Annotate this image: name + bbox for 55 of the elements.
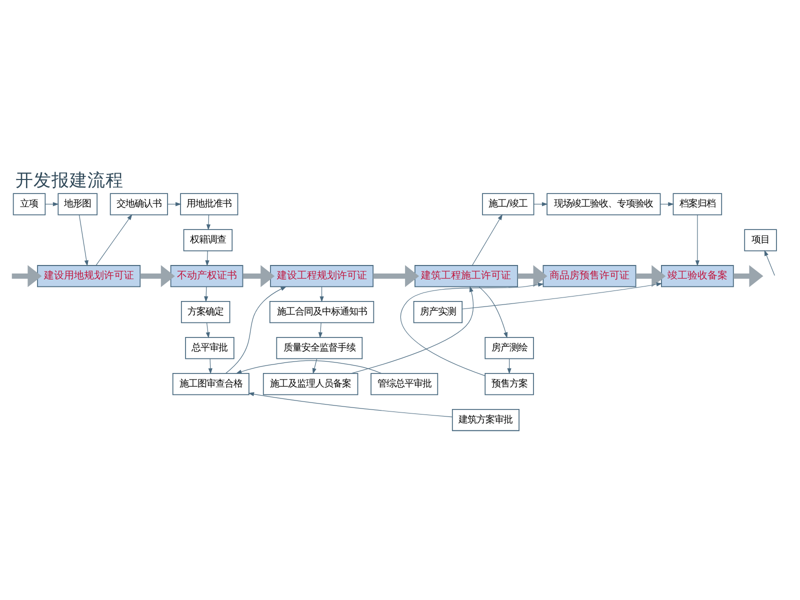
node-box: 现场竣工验收、专项验收: [546, 193, 660, 216]
node-box: 建筑工程施工许可证: [414, 265, 518, 288]
node-box: 管综总平审批: [370, 372, 438, 396]
diagram-title: 开发报建流程: [14, 170, 123, 191]
arrow: [95, 214, 132, 266]
node-box: 总平审批: [184, 337, 234, 360]
arrow: [694, 214, 699, 266]
node-box: 施工及监理人员备案: [262, 372, 358, 396]
arrow: [205, 322, 210, 338]
node-box: 施工图审查合格: [172, 372, 249, 396]
arrow: [206, 214, 210, 230]
arrow: [208, 358, 212, 374]
node-box: 建设工程规划许可证: [270, 265, 374, 288]
node-box: 用地批准书: [180, 193, 238, 216]
node-box: 预售方案: [484, 372, 534, 396]
arrow: [319, 286, 324, 302]
arrow: [140, 265, 174, 288]
arrow: [517, 265, 547, 288]
node-box: 交地确认书: [109, 193, 168, 216]
node-box: 权籍调查: [182, 229, 232, 252]
arrow: [204, 286, 208, 302]
arrow: [400, 282, 544, 376]
node-box: 项目: [744, 229, 776, 252]
arrow: [312, 358, 317, 374]
node-box: 施工合同及中标通知书: [268, 301, 374, 324]
arrow: [78, 214, 88, 266]
arrow: [318, 322, 322, 338]
arrow: [764, 250, 774, 276]
arrow: [478, 286, 508, 338]
arrow: [224, 286, 286, 374]
node-box: 房产实测: [412, 301, 462, 324]
arrow: [461, 282, 662, 310]
node-box: 立项: [12, 193, 46, 216]
arrow: [471, 214, 502, 266]
arrow: [732, 265, 763, 288]
node-box: 竣工验收备案: [660, 265, 734, 288]
arrow: [242, 265, 274, 288]
arrow: [235, 360, 382, 374]
node-box: 档案归档: [672, 193, 722, 216]
node-box: 商品房预售许可证: [542, 265, 636, 288]
arrow: [635, 265, 666, 288]
node-box: 不动产权证书: [170, 265, 243, 288]
arrow: [506, 358, 511, 374]
node-box: 地形图: [57, 193, 98, 216]
arrow: [350, 286, 473, 374]
node-box: 施工/竣工: [482, 193, 534, 216]
arrow: [204, 250, 209, 266]
node-box: 建设用地规划许可证: [36, 265, 140, 288]
node-box: 方案确定: [180, 301, 230, 324]
node-box: 房产测绘: [484, 337, 534, 360]
node-box: 建筑方案审批: [451, 408, 519, 432]
node-box: 质量安全监督手续: [276, 337, 362, 360]
arrow: [248, 392, 452, 418]
arrow: [11, 265, 42, 288]
arrow: [372, 265, 419, 288]
